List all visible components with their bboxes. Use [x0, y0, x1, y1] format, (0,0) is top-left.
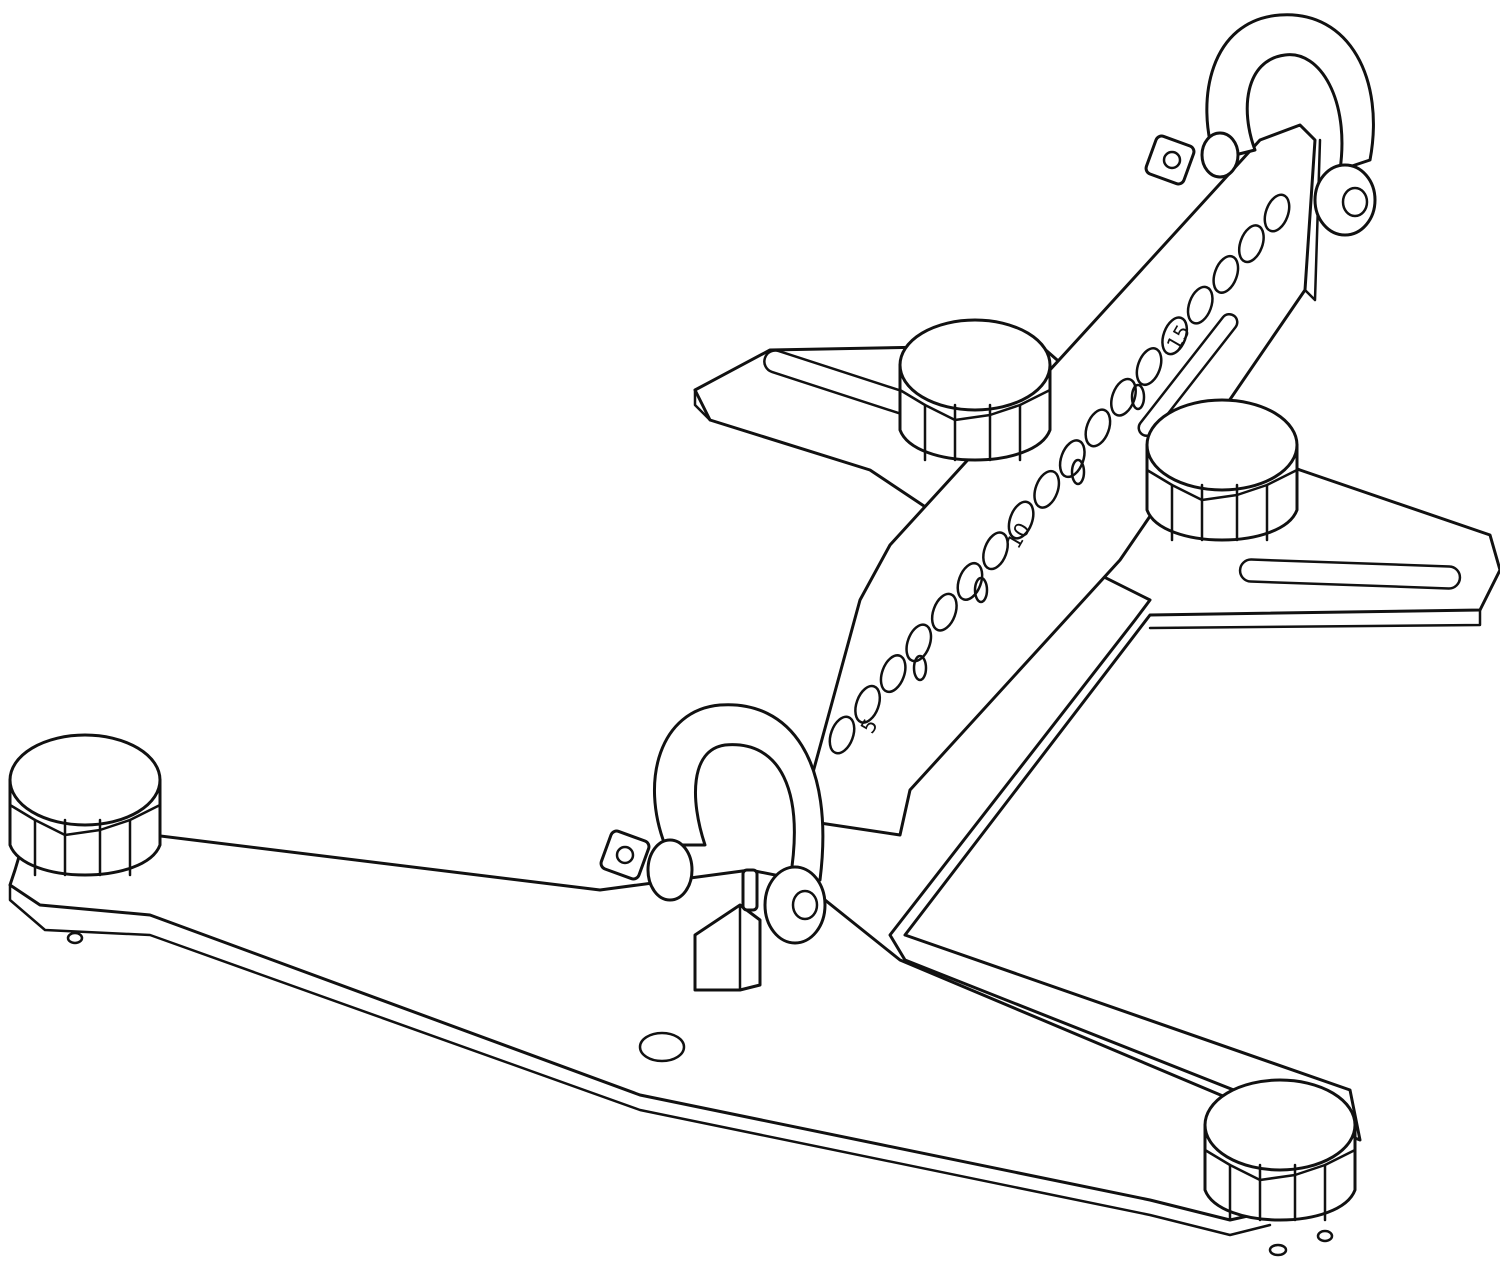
adjustment-hole [1084, 408, 1112, 448]
adjustment-hole [1161, 316, 1189, 356]
lower-bracket [693, 903, 762, 992]
knobs-group [8, 318, 1357, 1222]
shackle-bottom [599, 703, 827, 945]
adjustment-hole [905, 623, 933, 663]
adjustment-hole [1135, 347, 1163, 387]
adjustment-hole [982, 531, 1009, 571]
adjustment-hole [1007, 500, 1035, 540]
adjustment-hole [1110, 377, 1137, 417]
adjustment-hole [1186, 285, 1214, 325]
knob-front-left[interactable] [8, 733, 162, 877]
adjustment-hole [1212, 254, 1240, 294]
adjustment-hole [879, 654, 907, 694]
adjustment-hole [1033, 469, 1061, 509]
center-hole [638, 1031, 686, 1063]
adjustment-hole [1237, 224, 1265, 264]
shackle-top [1144, 13, 1377, 237]
adjustment-hole [930, 592, 958, 632]
knob-front-right[interactable] [1203, 1078, 1357, 1222]
adjustment-hole [1263, 193, 1291, 233]
knob-rear-left[interactable] [898, 318, 1052, 462]
adjustment-hole [854, 684, 882, 724]
rear-slot-right [1238, 558, 1462, 590]
knob-rear-right[interactable] [1145, 398, 1299, 542]
adjustment-hole [828, 715, 856, 755]
